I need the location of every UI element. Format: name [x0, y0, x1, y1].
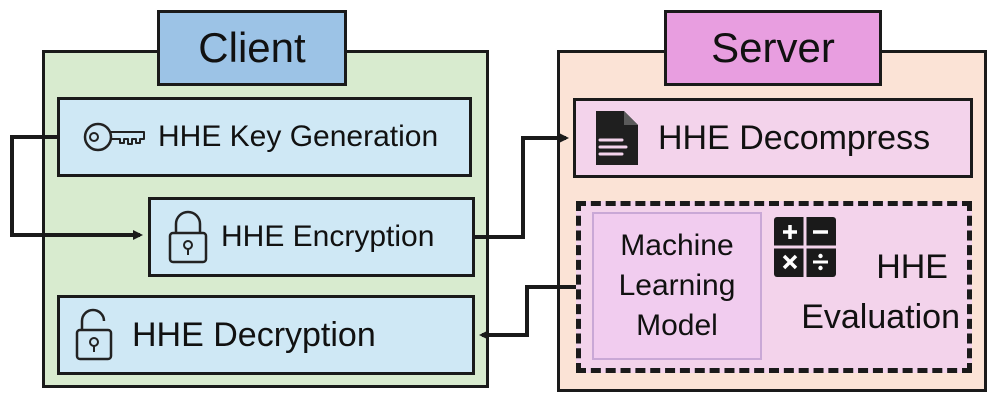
arrow-evaluation-to-decryption	[479, 285, 576, 340]
key-generation-box: HHE Key Generation	[57, 97, 472, 177]
key-generation-label: HHE Key Generation	[158, 120, 439, 153]
ml-line-1: Machine	[620, 229, 734, 262]
evaluation-line-1: HHE	[876, 248, 948, 286]
evaluation-line-2: Evaluation	[801, 298, 960, 336]
ml-line-2: Learning	[618, 269, 736, 302]
calculator-icon	[772, 215, 838, 279]
machine-learning-model-box: Machine Learning Model	[592, 212, 762, 360]
decompress-box: HHE Decompress	[573, 98, 973, 178]
key-icon	[82, 120, 148, 154]
padlock-open-icon	[74, 308, 114, 362]
encryption-label: HHE Encryption	[221, 220, 435, 253]
decryption-label: HHE Decryption	[132, 315, 376, 354]
client-title-label: Client	[198, 24, 306, 71]
ml-line-3: Model	[636, 309, 718, 342]
arrow-keygen-to-encryption	[10, 135, 143, 240]
document-icon	[592, 108, 642, 168]
hhe-evaluation-label: HHE Evaluation	[770, 242, 960, 342]
padlock-closed-icon	[167, 209, 209, 265]
decryption-box: HHE Decryption	[57, 295, 475, 375]
arrow-encryption-to-decompress	[475, 133, 569, 239]
decompress-label: HHE Decompress	[658, 118, 931, 157]
server-title: Server	[664, 10, 882, 86]
encryption-box: HHE Encryption	[148, 197, 475, 277]
client-title: Client	[157, 10, 347, 86]
server-title-label: Server	[711, 24, 835, 71]
